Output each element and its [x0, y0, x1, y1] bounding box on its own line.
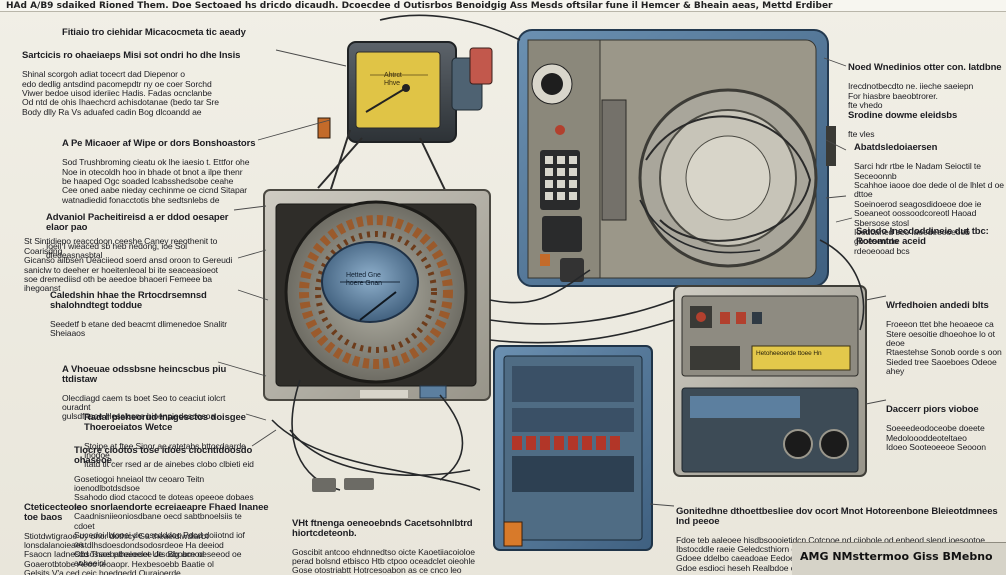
label-right-5: Wrfedhoien andedi blts Froeeon ttet bhe …: [886, 300, 1002, 377]
meter-brand-text: Ahtrct Hhve: [384, 72, 402, 87]
header-caption: HAd A/B9 sdaiked Rioned Them. Doe Sectoa…: [0, 0, 1006, 12]
label-left-3: Advaniol Pacheitireisd a er ddod oesaper…: [46, 212, 229, 261]
blue-cabinet: [493, 345, 653, 551]
label-right-6: Daccerr piors vioboe Soeeedeodoceobe doe…: [886, 404, 986, 453]
control-cabinet: [517, 29, 836, 287]
connector-plugs: [312, 478, 374, 492]
label-left-9: Cteticecteoieo snorlaendorte ecreiaeapre…: [24, 502, 269, 575]
label-left-4: St Sintidiepo reaccdoon ceeshe Caney ree…: [24, 236, 233, 294]
label-left-2: A Pe Micaoer af Wipe or dors Bonshoastor…: [62, 138, 256, 205]
plate-text: Hetted Gne hoere Gnan: [346, 272, 382, 287]
wiring: [271, 14, 865, 491]
motor-housing: [263, 189, 491, 401]
analog-meter: [317, 41, 493, 193]
footer-caption: AMG NMsttermoo Giss BMebno: [792, 542, 1006, 575]
label-left-1: Sartcicis ro ohaeiaeps Misi sot ondri ho…: [22, 50, 241, 117]
label-bottom-center: VHt ftnenga oeneoebnds Cacetsohnlbtrd hi…: [292, 518, 475, 575]
label-left-6: A Vhoeuae odssbsne heincscbus piu ttdist…: [62, 364, 227, 422]
panel-instrument: [673, 285, 867, 477]
label-right-3: Abatdsledoiaersen Sarci hdr rtbe le Nada…: [854, 142, 1004, 256]
leader-lines: [217, 49, 887, 507]
yellow-tag-text: Hetoheeoerde ttoee Hn: [756, 350, 822, 357]
label-bottom-right: Gonitedhne dthoettbesliee dov ocort Mnot…: [676, 506, 998, 573]
label-top-center: Fitiaio tro ciehidar Micacocmeta tic aea…: [62, 27, 246, 39]
label-left-8: Tlocre ciootos tose idoes ciocntidoosdo …: [74, 445, 254, 569]
label-right-1: Noed Wnedinios otter con. Iatdbne Irecdn…: [848, 62, 1002, 111]
label-left-5: Caledshin hhae the Rrtocdrsemnsd shalohn…: [50, 290, 228, 339]
label-right-4: Saiodo Inecdoddineie dut tbc: Rotomtne a…: [856, 226, 989, 247]
label-left-7: Radal pieheorud Inagesctos doisgee Thoer…: [84, 412, 254, 470]
label-right-2: Srodine dowme eleidsbs fte vles: [848, 110, 958, 140]
